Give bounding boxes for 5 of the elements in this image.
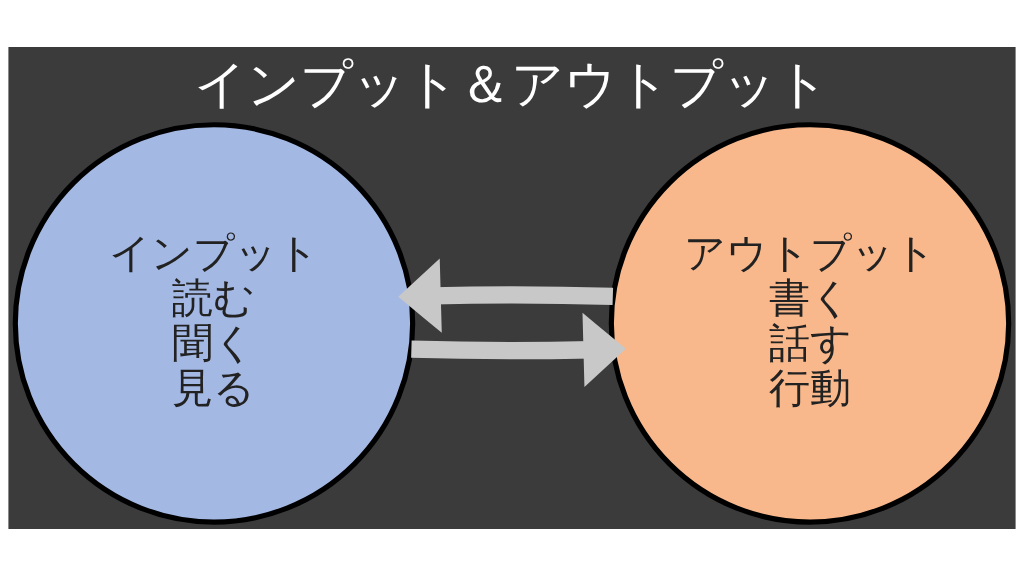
node-circle: アウトプット 書く 話す 行動	[608, 122, 1012, 525]
arrow	[411, 312, 626, 388]
node-circle: インプット 読む 聞く 見る	[12, 122, 416, 525]
arrow	[398, 258, 614, 333]
diagram-title: インプット＆アウトプット	[194, 54, 830, 115]
